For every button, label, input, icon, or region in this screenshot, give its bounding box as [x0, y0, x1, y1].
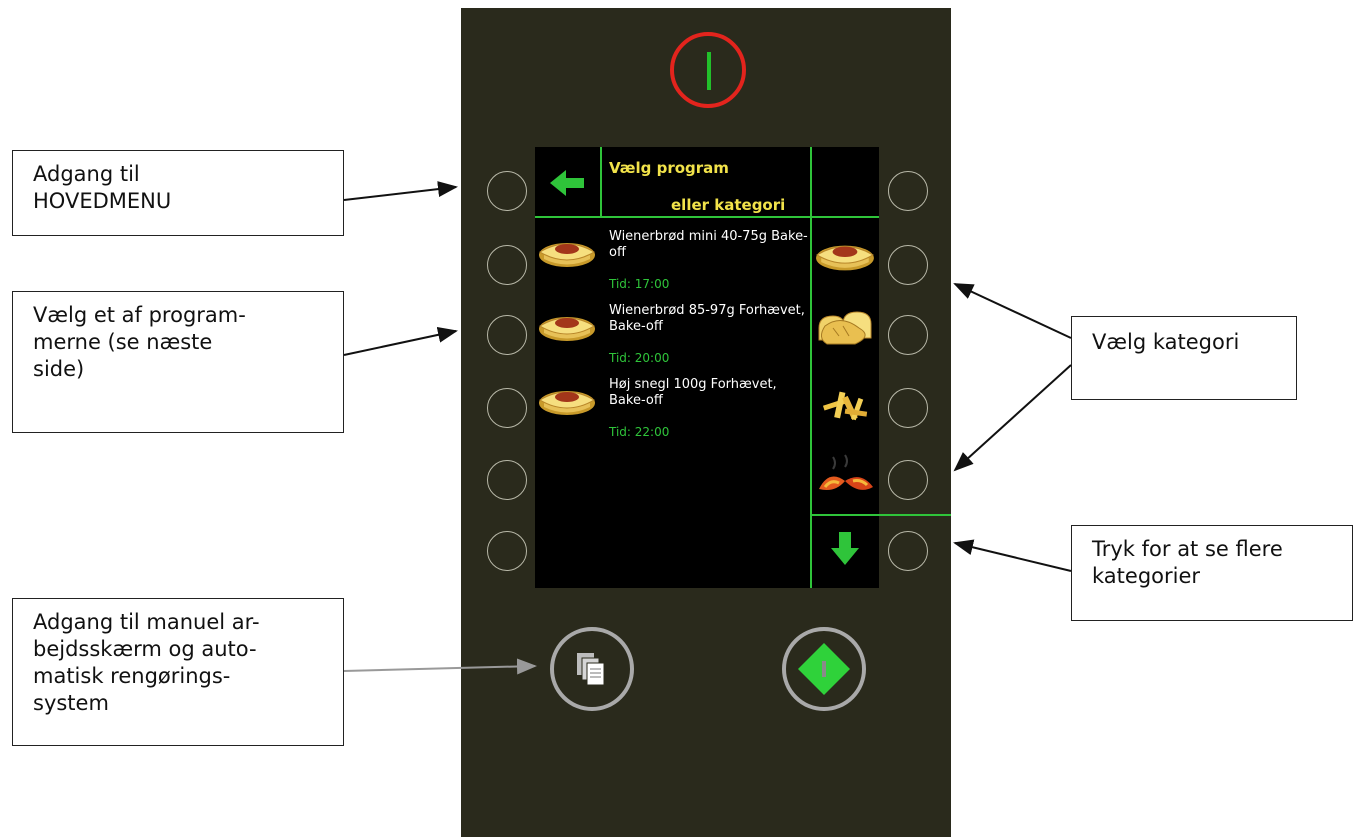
right-button-5[interactable]: [888, 460, 928, 500]
down-arrow-icon: [831, 532, 859, 565]
screen-title-line2: eller kategori: [671, 196, 786, 214]
program-item-3[interactable]: Høj snegl 100g Forhævet, Bake-off Tid: 2…: [538, 377, 808, 449]
program-item-2[interactable]: Wienerbrød 85-97g Forhævet, Bake-off Tid…: [538, 303, 808, 375]
left-button-5[interactable]: [487, 460, 527, 500]
back-arrow-icon: [550, 170, 584, 196]
program-time: Tid: 20:00: [609, 351, 670, 365]
right-button-6[interactable]: [888, 531, 928, 571]
header-underline: [535, 216, 879, 218]
category-croissant[interactable]: [815, 453, 877, 499]
start-icon: [798, 643, 850, 695]
manual-screen-button[interactable]: [550, 627, 634, 711]
right-button-4[interactable]: [888, 388, 928, 428]
left-button-3[interactable]: [487, 315, 527, 355]
arrow-manual-screen: [343, 658, 537, 675]
right-button-2[interactable]: [888, 245, 928, 285]
callout-choose-category: Vælg kategori: [1071, 316, 1297, 400]
more-divider: [810, 514, 951, 516]
arrow-choose-program: [343, 326, 458, 356]
croissant-steam-icon: [819, 454, 873, 490]
power-button[interactable]: [670, 32, 746, 108]
left-button-4[interactable]: [487, 388, 527, 428]
power-icon: [707, 52, 711, 90]
left-button-1[interactable]: [487, 171, 527, 211]
callout-more-categories: Tryk for at se flere kategorier: [1071, 525, 1353, 621]
start-button[interactable]: [782, 627, 866, 711]
category-bread[interactable]: [815, 306, 877, 352]
program-name: Høj snegl 100g Forhævet, Bake-off: [609, 377, 777, 408]
arrow-more-categories: [953, 539, 1072, 572]
right-button-3[interactable]: [888, 315, 928, 355]
program-time: Tid: 22:00: [609, 425, 670, 439]
arrow-main-menu: [343, 181, 458, 201]
program-name: Wienerbrød mini 40-75g Bake-off: [609, 229, 808, 260]
bread-loaves-icon: [818, 311, 872, 345]
back-button[interactable]: [550, 168, 590, 202]
program-name: Wienerbrød 85-97g Forhævet, Bake-off: [609, 303, 805, 334]
right-button-1[interactable]: [888, 171, 928, 211]
documents-icon: [577, 653, 605, 686]
category-fries[interactable]: [815, 384, 877, 430]
left-button-6[interactable]: [487, 531, 527, 571]
category-divider: [810, 147, 812, 588]
program-time: Tid: 17:00: [609, 277, 670, 291]
header-divider: [600, 147, 602, 217]
fries-icon: [822, 391, 868, 421]
arrow-category-bottom: [953, 364, 1072, 472]
callout-main-menu: Adgang til HOVEDMENU: [12, 150, 344, 236]
callout-choose-program: Vælg et af program- merne (se næste side…: [12, 291, 344, 433]
left-button-2[interactable]: [487, 245, 527, 285]
more-categories-button[interactable]: [830, 532, 862, 570]
screen-title-line1: Vælg program: [609, 159, 729, 177]
program-item-1[interactable]: Wienerbrød mini 40-75g Bake-off Tid: 17:…: [538, 229, 808, 301]
callout-manual-screen: Adgang til manuel ar- bejdsskærm og auto…: [12, 598, 344, 746]
arrow-category-top: [953, 283, 1072, 339]
